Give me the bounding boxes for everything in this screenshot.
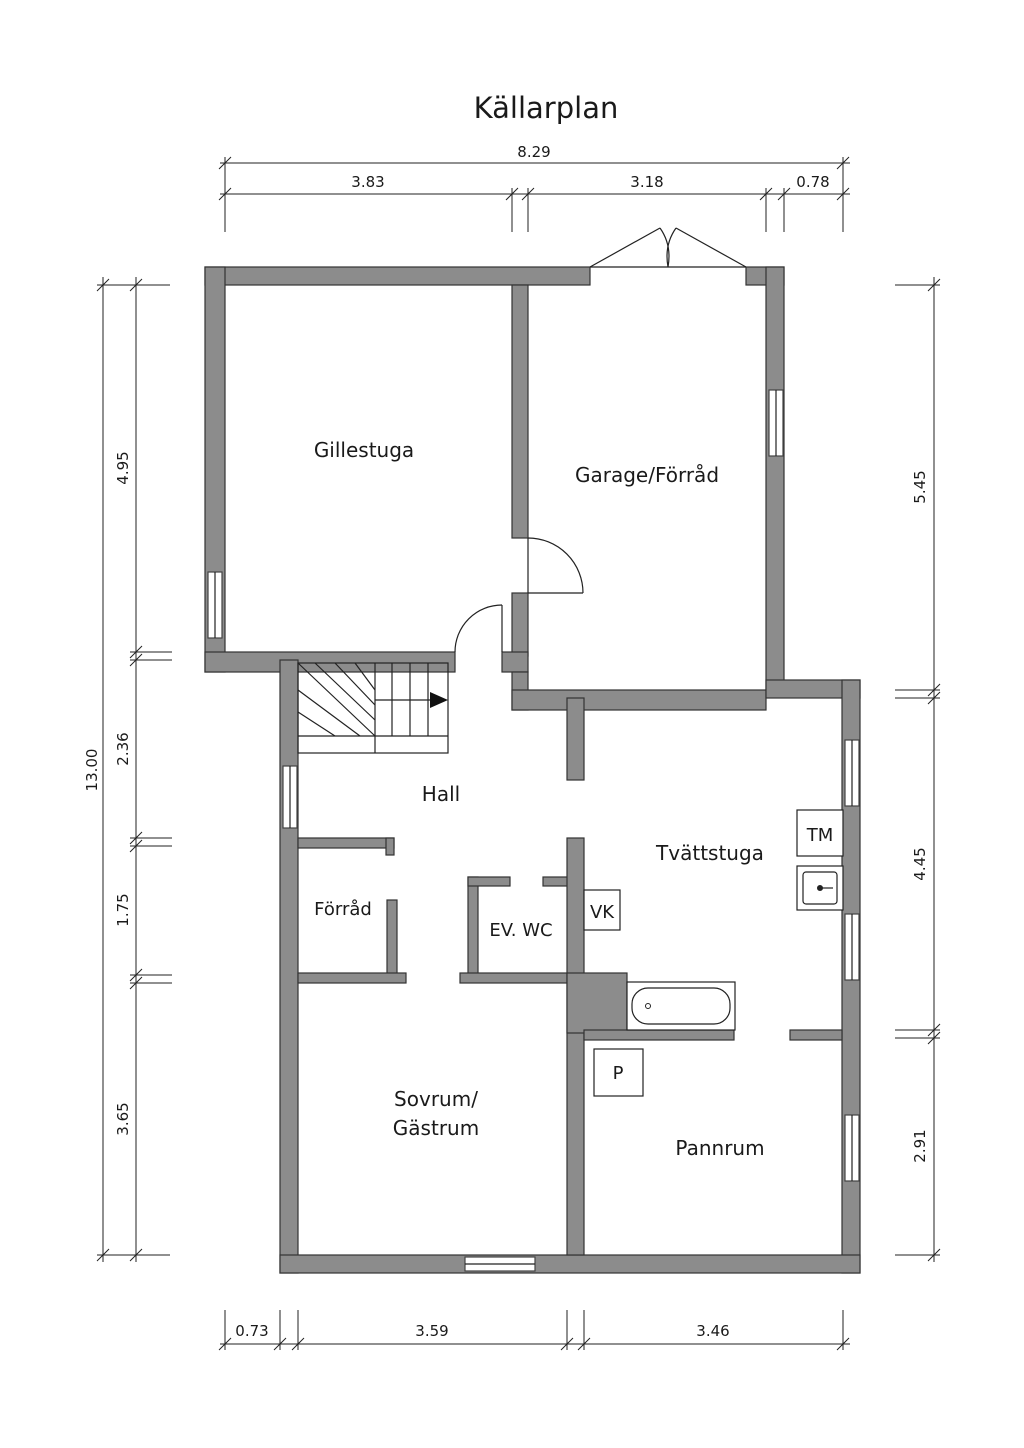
dim-right-2: 4.45 bbox=[911, 847, 929, 880]
dim-bottom-right: 3.46 bbox=[696, 1322, 729, 1340]
room-hall: Hall bbox=[422, 782, 460, 806]
tm-label: TM bbox=[806, 825, 834, 846]
dim-right-1: 5.45 bbox=[911, 470, 929, 503]
room-sovrum-line1: Sovrum/ bbox=[394, 1087, 478, 1111]
room-pannrum: Pannrum bbox=[675, 1136, 764, 1160]
windows bbox=[207, 389, 860, 1272]
p-label: P bbox=[613, 1063, 624, 1084]
room-garage: Garage/Förråd bbox=[575, 463, 719, 487]
stair-direction-arrow bbox=[430, 692, 448, 708]
fixtures: TM VK P bbox=[583, 809, 844, 1097]
dim-left-2: 2.36 bbox=[114, 732, 132, 765]
doors bbox=[454, 227, 747, 653]
room-tvattstuga: Tvättstuga bbox=[655, 841, 764, 865]
dim-bottom-left: 0.73 bbox=[235, 1322, 268, 1340]
vk-label: VK bbox=[590, 902, 615, 923]
room-sovrum-line2: Gästrum bbox=[393, 1116, 479, 1140]
dim-bottom-mid: 3.59 bbox=[415, 1322, 448, 1340]
dim-left-4: 3.65 bbox=[114, 1102, 132, 1135]
room-ev-wc: EV. WC bbox=[489, 920, 552, 941]
dim-left-3: 1.75 bbox=[114, 893, 132, 926]
dim-top-total: 8.29 bbox=[517, 143, 550, 161]
walls bbox=[204, 266, 861, 1274]
dim-top-right: 0.78 bbox=[796, 173, 829, 191]
stairs bbox=[297, 662, 449, 754]
room-labels: Gillestuga Garage/Förråd Hall Tvättstuga… bbox=[314, 438, 765, 1160]
room-forrad: Förråd bbox=[314, 899, 372, 920]
dim-left-total: 13.00 bbox=[83, 749, 101, 792]
dim-left-1: 4.95 bbox=[114, 451, 132, 484]
dimension-lines bbox=[96, 156, 941, 1351]
dim-top-mid: 3.18 bbox=[630, 173, 663, 191]
dimension-labels: 8.29 3.83 3.18 0.78 0.73 3.59 3.46 13.00… bbox=[83, 143, 929, 1340]
dim-right-3: 2.91 bbox=[911, 1129, 929, 1162]
room-gillestuga: Gillestuga bbox=[314, 438, 414, 462]
plan-title: Källarplan bbox=[474, 91, 619, 125]
dim-top-left: 3.83 bbox=[351, 173, 384, 191]
